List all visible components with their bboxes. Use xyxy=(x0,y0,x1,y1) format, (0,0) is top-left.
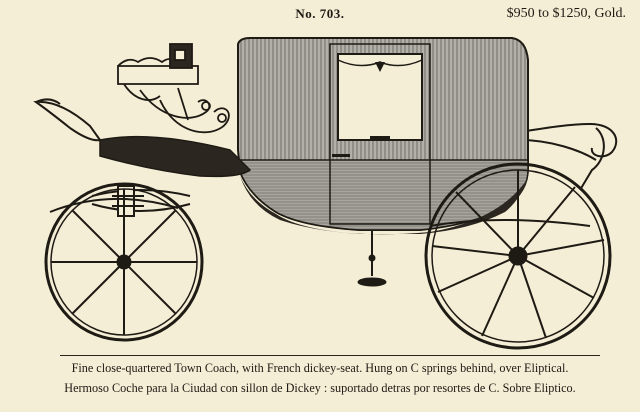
rear-elliptic-spring xyxy=(429,219,591,227)
catalog-number: No. 703. xyxy=(295,6,345,21)
front-fender xyxy=(49,197,179,213)
coach-body xyxy=(237,37,529,235)
front-wheel xyxy=(44,182,204,342)
caption-divider xyxy=(60,355,600,356)
caption-spanish: Hermoso Coche para la Ciudad con sillon … xyxy=(64,381,576,395)
price-range: $950 to $1250, Gold. xyxy=(506,6,626,21)
caption-english: Fine close-quartered Town Coach, with Fr… xyxy=(71,361,569,375)
dickey-seat xyxy=(117,43,230,134)
rear-stand xyxy=(357,230,387,287)
front-boot xyxy=(33,98,252,178)
door-handle xyxy=(332,154,350,157)
rear-wheel xyxy=(424,162,612,350)
town-coach-illustration xyxy=(33,37,618,350)
